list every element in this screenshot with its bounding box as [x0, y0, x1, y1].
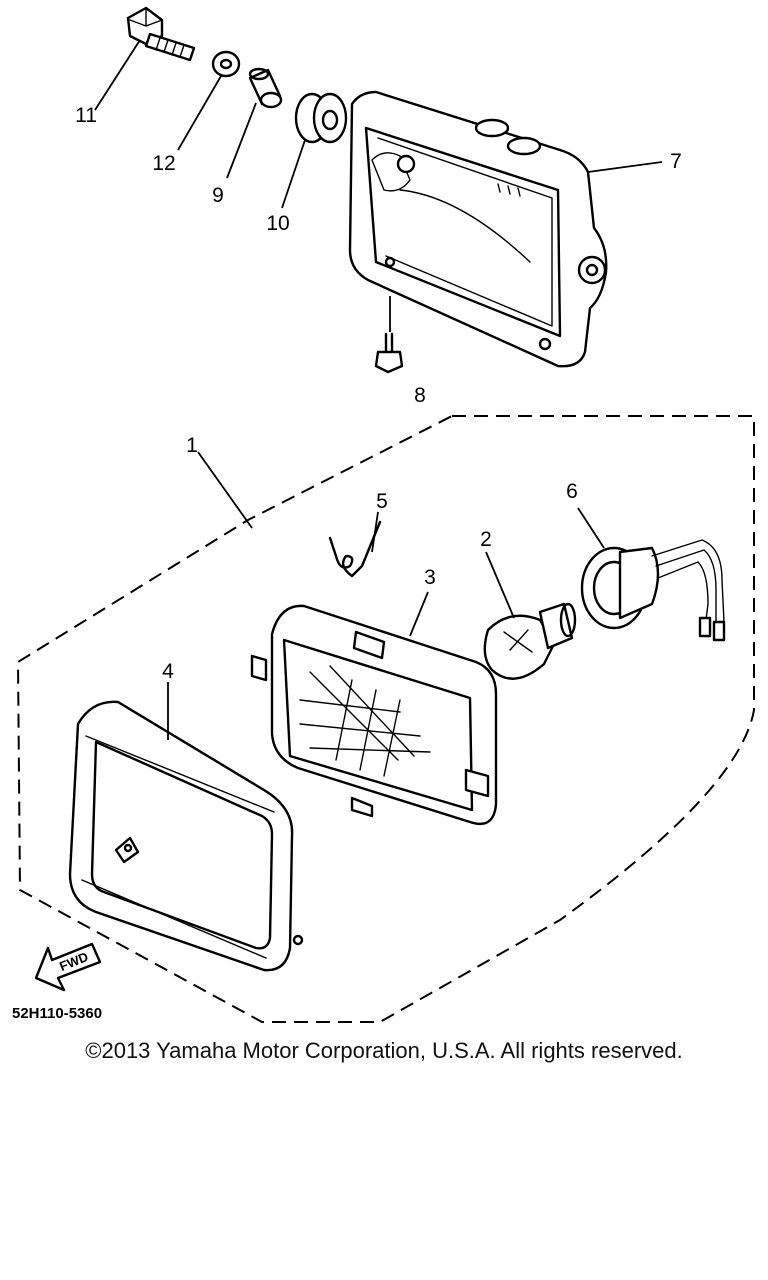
callout-6: 6	[566, 480, 578, 503]
copyright-text: ©2013 Yamaha Motor Corporation, U.S.A. A…	[85, 1038, 683, 1063]
callout-7: 7	[670, 150, 682, 173]
callout-5: 5	[376, 490, 388, 513]
socket-part-6[interactable]	[580, 539, 726, 642]
screw-part-8[interactable]	[374, 332, 404, 374]
callout-11: 11	[75, 104, 97, 127]
callout-1: 1	[186, 434, 198, 457]
callout-8: 8	[414, 384, 426, 407]
callout-9: 9	[212, 184, 224, 207]
washer-part-12[interactable]	[211, 50, 241, 78]
callout-4: 4	[162, 660, 174, 683]
lens-part-3[interactable]	[250, 604, 498, 826]
bolt-part-11[interactable]	[126, 6, 196, 62]
callout-3: 3	[424, 566, 436, 589]
rim-part-4[interactable]	[68, 700, 304, 972]
fwd-arrow-icon: FWD	[34, 942, 102, 992]
housing-part-7[interactable]	[348, 90, 608, 368]
grommet-part-10[interactable]	[294, 92, 348, 144]
diagram-code: 52H110-5360	[12, 1005, 102, 1022]
spring-part-5[interactable]	[328, 520, 382, 578]
callout-2: 2	[480, 528, 492, 551]
callout-12: 12	[152, 152, 175, 175]
bulb-part-2[interactable]	[483, 602, 577, 680]
callout-10: 10	[266, 212, 289, 235]
collar-part-9[interactable]	[248, 67, 283, 109]
headlight-assembly-boundary	[16, 415, 755, 1023]
